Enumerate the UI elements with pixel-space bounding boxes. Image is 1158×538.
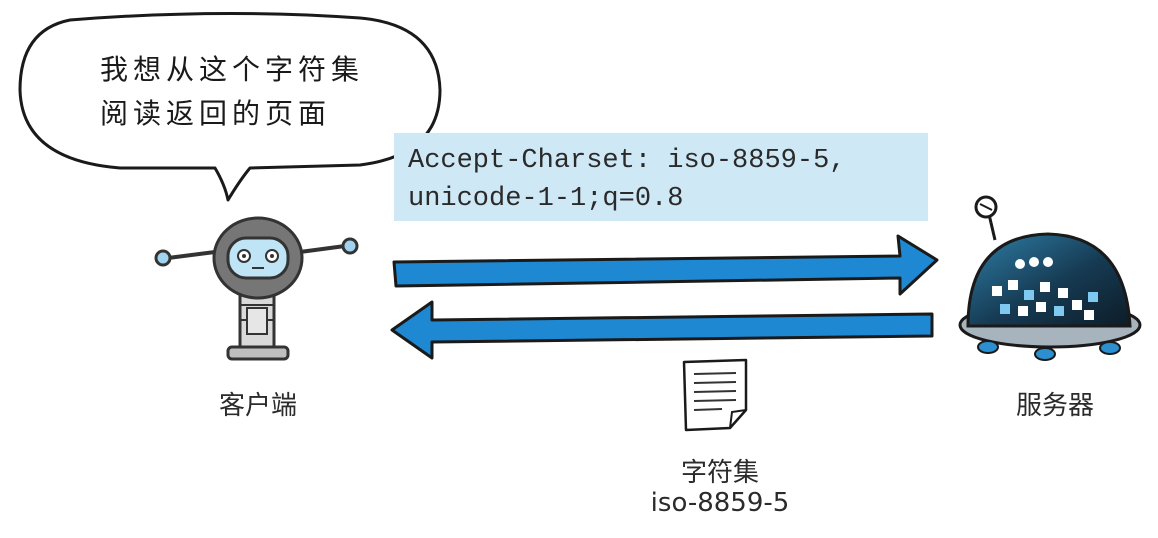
document-icon [682, 358, 748, 432]
server-label: 服务器 [1015, 391, 1094, 421]
robot-client-icon [154, 216, 359, 361]
response-arrow [390, 300, 934, 360]
charset-label: 字符集 [680, 458, 759, 488]
request-header-box [394, 133, 928, 221]
speech-bubble-line-1: 我想从这个字符集 [100, 53, 365, 86]
request-arrow [392, 234, 939, 296]
request-header-line-1: Accept-Charset: iso-8859-5, [408, 146, 846, 176]
client-label: 客户端 [218, 391, 297, 421]
charset-value: iso-8859-5 [650, 488, 790, 518]
speech-bubble-line-2: 阅读返回的页面 [100, 97, 332, 130]
speech-bubble [18, 11, 442, 202]
request-header-line-2: unicode-1-1;q=0.8 [408, 184, 684, 214]
robot-server-icon [958, 195, 1142, 361]
